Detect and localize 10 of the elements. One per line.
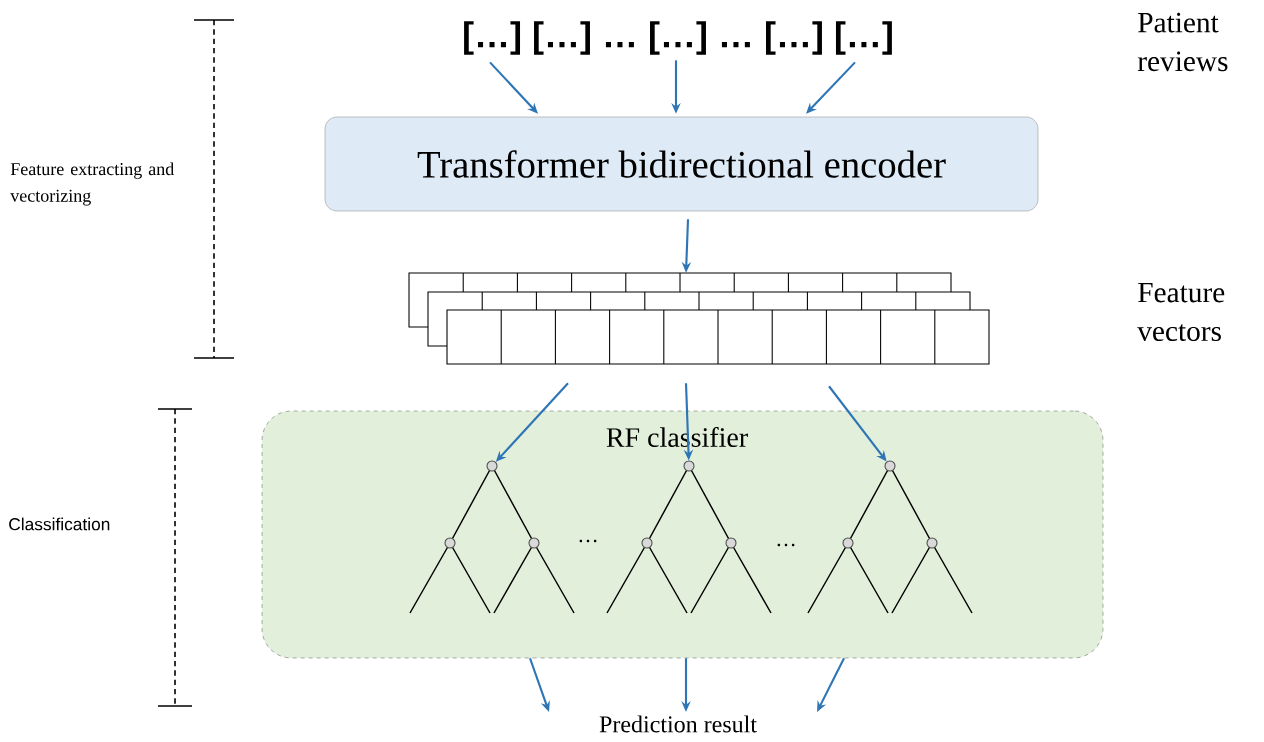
ellipsis: …: [579, 539, 597, 543]
ellipsis: …: [777, 543, 795, 547]
encoder-box: Transformer bidirectional encoder: [324, 116, 1039, 212]
feature-vector-grid-drawing: [408, 272, 990, 365]
side-label: Patient reviews: [1137, 12, 1228, 72]
output-label: Prediction result: [599, 715, 757, 733]
token-row: […] […] … […] … […] […]: [464, 21, 892, 55]
stage-label: Feature extracting and vectorizing: [10, 162, 174, 206]
side-label: Feature vectors: [1137, 282, 1225, 342]
stage-label: Classification: [9, 517, 110, 531]
